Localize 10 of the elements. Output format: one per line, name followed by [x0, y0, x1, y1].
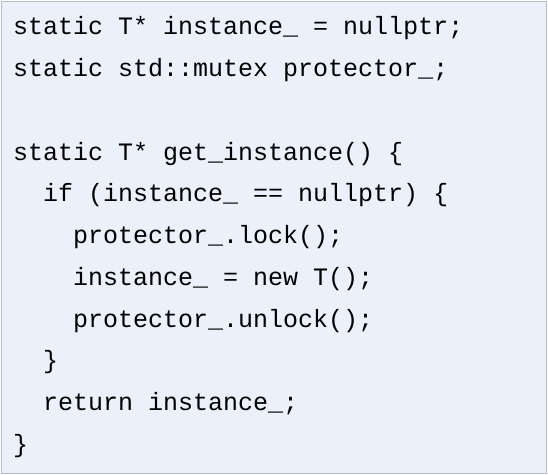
code-line: static T* get_instance() {: [13, 139, 404, 169]
code-line: }: [13, 431, 28, 461]
code-line: instance_ = new T();: [73, 264, 374, 294]
code-line: static T* instance_ = nullptr;: [13, 13, 464, 43]
code-line: if (instance_ == nullptr) {: [43, 180, 448, 210]
code-line: protector_.unlock();: [73, 306, 374, 336]
code-line: return instance_;: [43, 389, 298, 419]
code-line: }: [43, 347, 58, 377]
code-line: protector_.lock();: [73, 222, 344, 252]
code-line: static std::mutex protector_;: [13, 55, 448, 85]
